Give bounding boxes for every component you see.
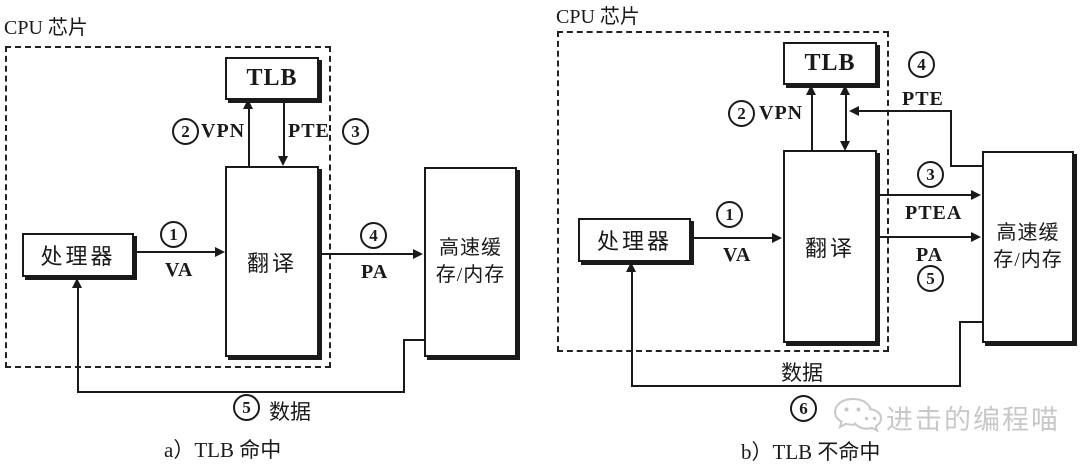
step-circle-6-b: 6 <box>790 395 817 422</box>
arrow-vpn-line-b <box>811 93 813 150</box>
label-pa-a: PA <box>361 261 389 283</box>
cpu-chip-dashed-box-a <box>5 46 331 368</box>
label-pte-a: PTE <box>288 120 330 142</box>
translate-box-label-a: 翻译 <box>246 250 297 276</box>
data-path-head-a <box>72 278 82 288</box>
arrow-va-line-b <box>691 237 773 239</box>
pte-return-top-segment-b <box>858 110 952 112</box>
data-path-rise-segment-b <box>631 271 633 387</box>
label-va-a: VA <box>165 259 194 281</box>
arrow-pa-head-a <box>413 249 423 259</box>
tlb-box-label-a: TLB <box>246 65 298 91</box>
label-data-b: 数据 <box>781 361 823 385</box>
arrow-vpn-head-a <box>243 99 253 109</box>
step-circle-3-b: 3 <box>917 161 944 188</box>
arrow-vpn-head-b <box>806 85 816 95</box>
data-path-top-segment-a <box>403 339 424 341</box>
processor-box-label-a: 处理器 <box>40 244 116 269</box>
arrow-pte-double-head-up-b <box>840 85 850 95</box>
cpu-chip-label-a: CPU 芯片 <box>4 17 88 39</box>
label-pte-b: PTE <box>902 88 944 110</box>
step-circle-4-b: 4 <box>908 51 935 78</box>
label-data-a: 数据 <box>269 400 311 424</box>
data-path-drop-segment-b <box>959 321 961 387</box>
pte-return-drop-segment-b <box>950 110 952 167</box>
arrow-pte-line-a <box>283 100 285 157</box>
arrow-vpn-line-a <box>248 107 250 166</box>
step-circle-4-a: 4 <box>360 222 387 249</box>
step-circle-5-a: 5 <box>233 394 260 421</box>
pte-return-head-b <box>849 106 859 116</box>
processor-box-a: 处理器 <box>22 233 134 277</box>
arrow-pa-line-b <box>879 236 972 238</box>
data-path-head-b <box>626 262 636 272</box>
tlb-box-a: TLB <box>225 57 319 100</box>
step-circle-2-b: 2 <box>728 100 755 127</box>
arrow-ptea-line-b <box>879 194 972 196</box>
label-ptea-b: PTEA <box>905 202 963 224</box>
translate-box-label-b: 翻译 <box>804 235 855 261</box>
arrow-va-line-a <box>134 251 216 253</box>
step-circle-1-a: 1 <box>160 221 187 248</box>
cpu-chip-dashed-box-b <box>557 31 889 352</box>
cpu-chip-label-b: CPU 芯片 <box>556 6 640 28</box>
arrow-pte-double-head-down-b <box>840 141 850 151</box>
processor-box-b: 处理器 <box>578 218 691 262</box>
label-pa-b: PA <box>916 244 944 266</box>
arrow-pa-head-b <box>971 232 981 242</box>
data-path-top-segment-b <box>959 321 982 323</box>
step-circle-2-a: 2 <box>172 118 199 145</box>
data-path-rise-segment-a <box>77 287 79 393</box>
cache-memory-box-b: 高速缓 存/内存 <box>982 151 1074 343</box>
arrow-va-head-a <box>215 247 225 257</box>
label-vpn-b: VPN <box>759 102 804 124</box>
translate-box-b: 翻译 <box>783 150 877 343</box>
cache-memory-box-label-b: 高速缓 存/内存 <box>993 222 1063 271</box>
tlb-box-b: TLB <box>783 42 877 85</box>
caption-a: a）TLB 命中 <box>164 438 282 462</box>
label-va-b: VA <box>723 244 752 266</box>
caption-b: b）TLB 不命中 <box>741 440 881 464</box>
label-vpn-a: VPN <box>201 120 246 142</box>
watermark-text: 进击的编程喵 <box>886 405 1060 435</box>
cache-memory-box-label-a: 高速缓 存/内存 <box>435 237 506 286</box>
step-circle-3-a: 3 <box>342 118 369 145</box>
data-path-bottom-segment-b <box>631 385 961 387</box>
translate-box-a: 翻译 <box>225 166 319 357</box>
tlb-box-label-b: TLB <box>804 50 856 76</box>
step-circle-1-b: 1 <box>716 201 743 228</box>
arrow-pte-double-line-b <box>845 93 847 143</box>
data-path-bottom-segment-a <box>77 391 405 393</box>
wechat-icon <box>833 396 883 434</box>
arrow-pa-line-a <box>322 253 414 255</box>
arrow-pte-head-a <box>278 156 288 166</box>
arrow-ptea-head-b <box>971 190 981 200</box>
arrow-va-head-b <box>772 233 782 243</box>
data-path-drop-segment-a <box>403 339 405 393</box>
processor-box-label-b: 处理器 <box>596 229 672 254</box>
step-circle-5-b: 5 <box>917 265 944 292</box>
pte-return-right-segment-b <box>950 165 982 167</box>
cache-memory-box-a: 高速缓 存/内存 <box>424 167 517 357</box>
